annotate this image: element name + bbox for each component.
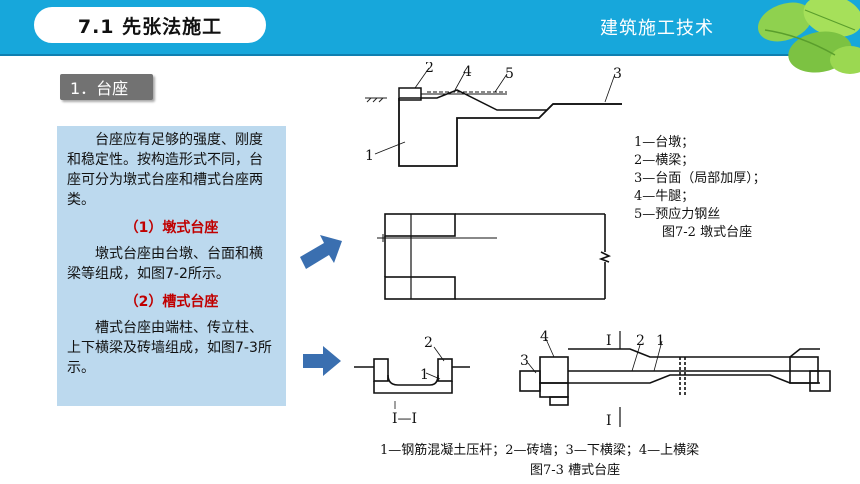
- legend-item: 3—台面（局部加厚）；: [634, 171, 766, 186]
- section-badge-label: 1．台座: [70, 79, 129, 98]
- figure1-label: 1: [365, 148, 374, 164]
- subheading-trough-pedestal: （2）槽式台座: [124, 294, 219, 310]
- figure1-legend: 1—台墩； 2—横梁； 3—台面（局部加厚）； 4—牛腿； 5—预应力钢丝 图7…: [634, 134, 766, 242]
- legend-item: 1—台墩；: [634, 135, 695, 150]
- legend-item: 2—横梁；: [634, 153, 695, 168]
- arrow-right-icon: [300, 235, 342, 269]
- figure2-label: I—I: [392, 411, 417, 427]
- figure1-label: 4: [463, 64, 472, 80]
- pier-paragraph: 墩式台座由台墩、台面和横梁等组成，如图7-2所示。: [67, 246, 263, 282]
- figure2-caption: 图7-3 槽式台座: [530, 463, 621, 478]
- subheading-pier-pedestal: （1）墩式台座: [124, 220, 219, 236]
- legend-item: 5—预应力钢丝: [634, 207, 721, 222]
- figure2-legend: 1—钢筋混凝土压杆；2—砖墙；3—下横梁；4—上横梁: [380, 443, 700, 458]
- figure2-label: 4: [540, 329, 549, 345]
- description-box: 台座应有足够的强度、刚度和稳定性。按构造形式不同，台座可分为墩式台座和槽式台座两…: [57, 126, 286, 406]
- figure1-label: 2: [425, 62, 434, 76]
- figure1-caption: 图7-2 墩式台座: [662, 225, 753, 240]
- section-badge: 1．台座: [60, 74, 153, 100]
- figure2-label: I: [606, 333, 612, 349]
- legend-item: 4—牛腿；: [634, 189, 695, 204]
- figure2-label: 3: [520, 353, 529, 369]
- leaves-decoration: [757, 0, 860, 74]
- figure2-label: I: [606, 413, 612, 429]
- intro-paragraph: 台座应有足够的强度、刚度和稳定性。按构造形式不同，台座可分为墩式台座和槽式台座两…: [67, 132, 263, 208]
- figure-pier-pedestal: 2 4 5 3 1: [357, 62, 627, 302]
- figure2-label: 2: [636, 333, 645, 349]
- figure-trough-pedestal: 2 1 I—I 4 3 I 2 1: [350, 327, 835, 430]
- trough-paragraph: 槽式台座由端柱、传立柱、上下横梁及砖墙组成，如图7-3所示。: [67, 320, 272, 376]
- title-pill: 7.1 先张法施工: [34, 7, 266, 43]
- figure2-label: 1: [656, 333, 665, 349]
- slide-title: 7.1 先张法施工: [77, 15, 223, 38]
- figure2-label: 2: [424, 335, 433, 351]
- figure1-label: 3: [613, 66, 622, 82]
- figure2-label: 1: [420, 367, 429, 383]
- header-stripe: [0, 54, 860, 56]
- course-name: 建筑施工技术: [600, 18, 714, 39]
- arrow-right-icon: [303, 346, 341, 376]
- figure1-label: 5: [505, 66, 514, 82]
